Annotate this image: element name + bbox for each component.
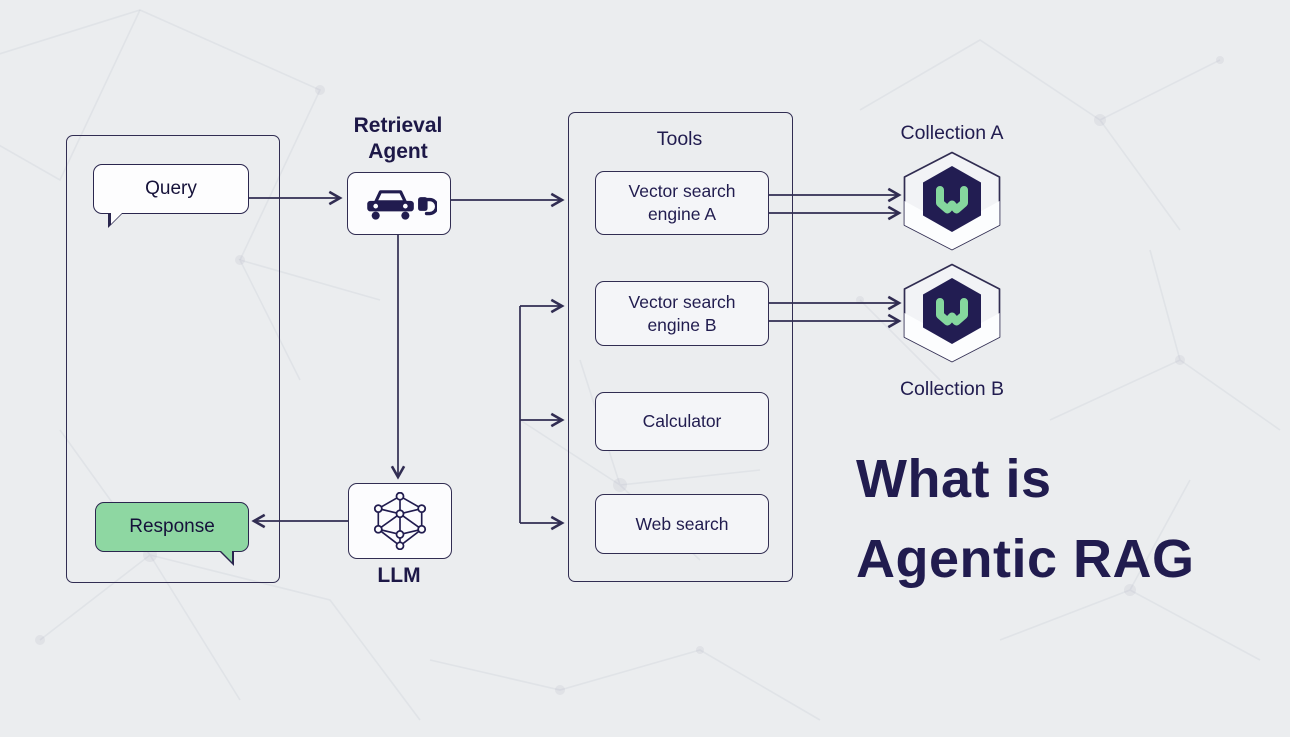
llm-node [348,483,452,559]
query-label: Query [145,178,197,199]
tool-vector-search-a: Vector search engine A [595,171,769,235]
car-plug-icon [367,189,437,220]
neural-network-icon [373,492,427,550]
tool-vector-search-a-label: Vector search engine A [628,181,736,224]
tool-calculator: Calculator [595,392,769,451]
collection-b-weaviate-hexagon-icon [903,263,1001,363]
collection-a-label: Collection A [900,122,1004,144]
response-label: Response [129,516,215,537]
collection-b-label: Collection B [899,378,1005,400]
tool-vector-search-b: Vector search engine B [595,281,769,346]
collection-a-weaviate-hexagon-icon [903,151,1001,251]
tools-container [568,112,793,582]
llm-label: LLM [377,564,421,587]
tool-web-search-label: Web search [635,513,729,534]
page-title-line2: Agentic RAG [856,529,1195,589]
conversation-container [66,135,280,583]
page-title-line1: What is [856,449,1052,509]
retrieval-agent-label: Retrieval Agent [353,114,443,163]
retrieval-agent-node [347,172,451,235]
query-bubble: Query [93,164,249,228]
response-bubble: Response [95,502,249,566]
tool-vector-search-b-label: Vector search engine B [628,291,736,335]
tool-calculator-label: Calculator [642,411,722,431]
tools-title: Tools [656,128,703,150]
tool-web-search: Web search [595,494,769,554]
